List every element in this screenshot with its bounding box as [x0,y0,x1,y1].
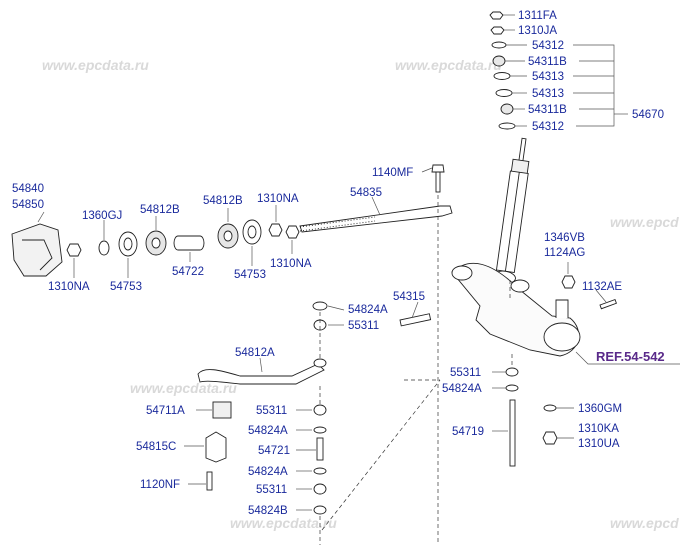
part-label: 1310NA [257,193,299,205]
nut-1311fa-icon [489,11,504,20]
nut-1310ja-icon [490,26,505,35]
shock-absorber-icon [493,137,530,284]
watermark-group: www.epcdata.ru www.epcdata.ru www.epcdat… [42,57,679,531]
part-label: 54835 [350,187,382,199]
part-label: 54824A [442,383,482,395]
part-label: 1310NA [48,281,90,293]
part-label: 54721 [258,445,290,457]
spacer-54722-icon [173,235,205,251]
bolt-1140mf-icon [435,171,441,193]
part-label: 54824B [248,505,288,517]
part-label: 54812B [140,204,180,216]
part-label: 54815C [136,441,176,453]
bushing-54711a-icon [212,401,232,419]
part-label: 54312 [532,40,564,52]
washer-54313-icon [493,72,511,80]
bolt-head-icon [431,164,445,173]
bushing-54311b-icon [500,103,514,115]
part-label: 54719 [452,426,484,438]
bushing-55311-icon [313,404,327,416]
part-label: 55311 [256,405,287,417]
part-label: 1140MF [372,167,413,179]
bushing-55311-icon [313,483,327,495]
washer-1360gj-icon [98,240,110,256]
part-label: 54311B [528,104,567,116]
part-label: 1360GJ [82,210,122,222]
part-label: 1310NA [270,258,312,270]
washer-54824a-icon [313,426,327,434]
nut-1310na-icon [285,225,300,239]
bracket-54815c-icon [205,431,227,463]
shock-absorber-hardware: 1311FA 1310JA 54312 54311B 54313 54313 5… [489,10,664,284]
part-label: 54313 [532,71,564,83]
bracket-54840-icon [11,223,63,277]
bolt-54719-icon [509,399,516,467]
watermark-text: www.epcdata.ru [130,380,237,396]
part-label: 54670 [632,109,664,121]
part-label: 54315 [393,291,425,303]
part-label: 54824A [248,425,288,437]
bushing-55311-icon [505,367,519,377]
watermark-text: www.epcdata.ru [395,57,502,73]
part-label: 54722 [172,266,204,278]
stabilizer-bar-group: 54824A 55311 54812A 54711A 54815C 1120NF [136,301,388,491]
part-label: 55311 [256,484,287,496]
strut-bar-icon [299,205,453,233]
part-label: 55311 [348,320,379,332]
bolt-1132ae-icon [599,298,617,310]
nut-1346vb-icon [561,275,576,289]
part-label: 1310UA [578,438,620,450]
watermark-text: www.epcd [610,214,679,230]
nut-1310na-icon [66,243,82,257]
part-label: 54753 [110,281,142,293]
nut-1310ka-icon [542,431,558,445]
washer-54824a-icon [313,467,327,475]
part-label: 54312 [532,121,564,133]
reference-label[interactable]: REF.54-542 [596,349,665,364]
part-label: 1124AG [544,247,585,259]
washer-54312-icon [491,41,507,49]
lower-link-hardware: 55311 54824A 54719 1360GM 1310KA 1310UA [404,280,622,467]
part-label: 55311 [450,367,481,379]
part-label: 1360GM [578,403,622,415]
part-label: 54824A [248,466,288,478]
part-label: 1311FA [518,10,557,22]
washer-1360gm-icon [543,404,557,412]
strut-bar-bushings: 54840 54850 1360GJ 54812B 54812B 1310NA … [11,183,312,293]
part-label: 54812A [235,347,275,359]
part-label: 54850 [12,199,44,211]
part-label: 54812B [203,195,243,207]
washer-54824a-icon [505,384,519,392]
watermark-text: www.epcd [610,515,679,531]
part-label: 54753 [234,269,266,281]
watermark-text: www.epcdata.ru [230,515,337,531]
part-label: 54824A [348,304,388,316]
spacer-54721-icon [316,437,324,461]
part-label: 1310JA [518,25,557,37]
part-label: 54313 [532,88,564,100]
part-label: 54311B [528,56,567,68]
washer-54824b-icon [313,505,327,515]
bolt-54315-icon [399,313,432,327]
nut-1310na-icon [268,223,283,237]
washer-54313-icon [495,89,513,97]
bushing-54311b-icon [492,55,506,67]
part-label: 1310KA [578,423,619,435]
ball-joint-icon [543,322,581,352]
bolt-1120nf-icon [206,471,213,491]
washer-54312-icon [498,122,516,130]
part-label: 1132AE [582,281,622,293]
watermark-text: www.epcdata.ru [42,57,149,73]
washer-54824a-icon [312,301,328,311]
lower-control-arm-group: 1346VB 1124AG 1132AE 54315 REF.54-542 [393,232,680,365]
stabilizer-bar-icon [197,363,325,385]
stabilizer-link-stack: 55311 54824A 54721 54824A 55311 54824B [248,312,441,545]
part-label: 1120NF [140,479,180,491]
part-label: 54711A [146,405,185,417]
part-label: 54840 [12,183,44,195]
strut-bar-group: 1140MF 54835 [299,164,453,545]
part-label: 1346VB [544,232,585,244]
